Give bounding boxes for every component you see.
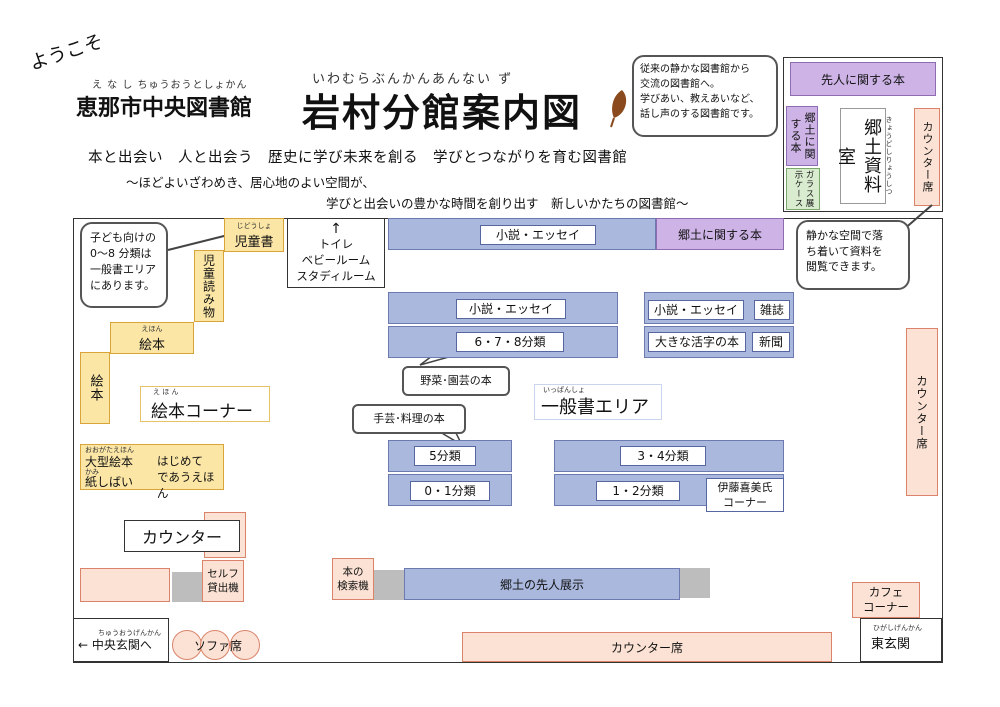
local-materials-ruby: きょうどしりょうしつ [885, 116, 893, 196]
leaf-icon [604, 88, 632, 128]
sofa-circle-3 [230, 630, 260, 660]
east-entrance-ruby: ひがしげんかん [873, 624, 922, 632]
toilet-area[interactable]: ↑ トイレ ベビールーム スタディルーム [287, 218, 385, 288]
class-678-label: 6・7・8分類 [456, 332, 564, 352]
novel-top-label: 小説・エッセイ [480, 225, 596, 245]
sofa-seat-label[interactable]: ソファ席 [193, 638, 242, 653]
large-print-label: 大きな活字の本 [648, 332, 746, 352]
picture-corner-label: 絵本コーナー [151, 402, 253, 422]
page-title: 岩村分館案内図 [302, 91, 583, 135]
local-books-shelf: 郷土に関する本 [656, 218, 784, 250]
picture-corner-ruby: え ほ ん [153, 388, 179, 396]
concept-note: 従来の静かな図書館から 交流の図書館へ。 学びあい、教えあいなど、 話し声のする… [632, 55, 778, 137]
pillar-3 [680, 568, 710, 598]
local-materials-room: 郷土資料室 きょうどしりょうしつ [835, 108, 893, 204]
picture-books-ruby: えほん [141, 324, 163, 333]
self-checkout-label: セルフ 貸出機 [207, 568, 239, 594]
novel-mid-label: 小説・エッセイ [456, 299, 566, 319]
glass-display-case: ガラス展示ケース [786, 168, 820, 210]
kids-reading-shelf: 児童読み物 [194, 250, 224, 322]
picture-books-shelf-vertical: 絵本 [80, 352, 110, 424]
kids-books-ruby: じどうしょ [236, 221, 272, 230]
book-search-machine[interactable]: 本の 検索機 [332, 558, 374, 600]
vegetable-note: 野菜･園芸の本 [402, 366, 510, 396]
first-books-label: はじめて であうえほん [157, 454, 215, 500]
class-5-label: 5分類 [414, 446, 476, 466]
general-area-text: 一般書エリア [541, 397, 649, 418]
counter-seat-annex[interactable]: カウンター席 [914, 108, 940, 206]
kamishibai-ruby: かみ [85, 468, 99, 476]
big-books-ruby: おおがたえほん [85, 446, 134, 454]
kids-books-shelf: じどうしょ 児童書 [224, 218, 284, 252]
big-books-label: 大型絵本 [85, 455, 134, 469]
kids-note: 子ども向けの 0〜8 分類は 一般書エリア にあります。 [80, 222, 168, 308]
counter-seat-bottom[interactable]: カウンター席 [462, 632, 832, 662]
east-entrance[interactable]: ひがしげんかん 東玄関 [860, 618, 942, 662]
local-materials-label: 郷土資料室 [835, 118, 882, 194]
toilet-label: トイレ ベビールーム スタディルーム [296, 237, 376, 283]
kamishibai-label: 紙しばい [85, 475, 134, 489]
ito-corner-label: 伊藤喜美氏 コーナー [706, 478, 784, 512]
magazine-label: 雑誌 [754, 300, 790, 320]
picture-book-corner: え ほ ん 絵本コーナー [140, 386, 270, 422]
picture-books-label: 絵本 [138, 337, 165, 353]
cafe-corner[interactable]: カフェ コーナー [852, 582, 920, 618]
lounge-block [80, 568, 170, 602]
general-area-ruby: いっぱんしょ [543, 386, 585, 394]
picture-books-shelf: えほん 絵本 [110, 322, 194, 354]
annex-frame [783, 57, 943, 212]
novel-right-label: 小説・エッセイ [648, 300, 744, 320]
class-12-label: 1・2分類 [596, 481, 680, 501]
counter[interactable]: カウンター [124, 520, 240, 552]
book-search-label: 本の 検索機 [337, 566, 369, 592]
tagline: 本と出会い 人と出会う 歴史に学び未来を創る 学びとつながりを育む図書館 [88, 150, 628, 166]
big-books-shelf: おおがたえほん 大型絵本 かみ 紙しばい はじめて であうえほん [80, 444, 224, 500]
sofa-circle-1 [172, 630, 202, 660]
quiet-note: 静かな空間で落 ち着いて資料を 閲覧できます。 [796, 220, 910, 290]
self-checkout-machine[interactable]: セルフ 貸出機 [202, 560, 244, 602]
title-ruby: いわむらぶんかんあんない ず [312, 72, 514, 87]
pioneers-exhibit: 郷土の先人展示 [404, 568, 680, 600]
local-books-shelf-vertical: 郷土に関する本 [786, 106, 818, 166]
class-01-label: 0・1分類 [410, 481, 490, 501]
library-name-ruby: え な し ちゅうおうとしょかん [92, 80, 248, 91]
subline-1: 〜ほどよいざわめき、居心地のよい空間が、 [126, 175, 375, 190]
sofa-circle-2 [200, 630, 230, 660]
cooking-note: 手芸･料理の本 [352, 404, 466, 434]
pioneers-books-shelf: 先人に関する本 [790, 62, 936, 96]
library-name: 恵那市中央図書館 [76, 96, 253, 121]
pillar-1 [172, 572, 202, 602]
pillar-2 [374, 570, 404, 600]
bottom-left-frame [73, 618, 169, 662]
class-34-label: 3・4分類 [620, 446, 706, 466]
kids-books-label: 児童書 [234, 234, 274, 250]
central-entrance-label[interactable]: ← 中央玄関へ [78, 638, 152, 652]
up-arrow-icon: ↑ [330, 221, 342, 237]
east-entrance-label: 東玄関 [871, 637, 911, 652]
counter-seat-right[interactable]: カウンター席 [906, 328, 938, 496]
general-area-label: いっぱんしょ 一般書エリア [534, 384, 662, 420]
central-entrance-ruby: ちゅうおうげんかん [98, 629, 161, 637]
newspaper-label: 新聞 [752, 332, 790, 352]
subline-2: 学びと出会いの豊かな時間を創り出す 新しいかたちの図書館〜 [326, 196, 689, 211]
